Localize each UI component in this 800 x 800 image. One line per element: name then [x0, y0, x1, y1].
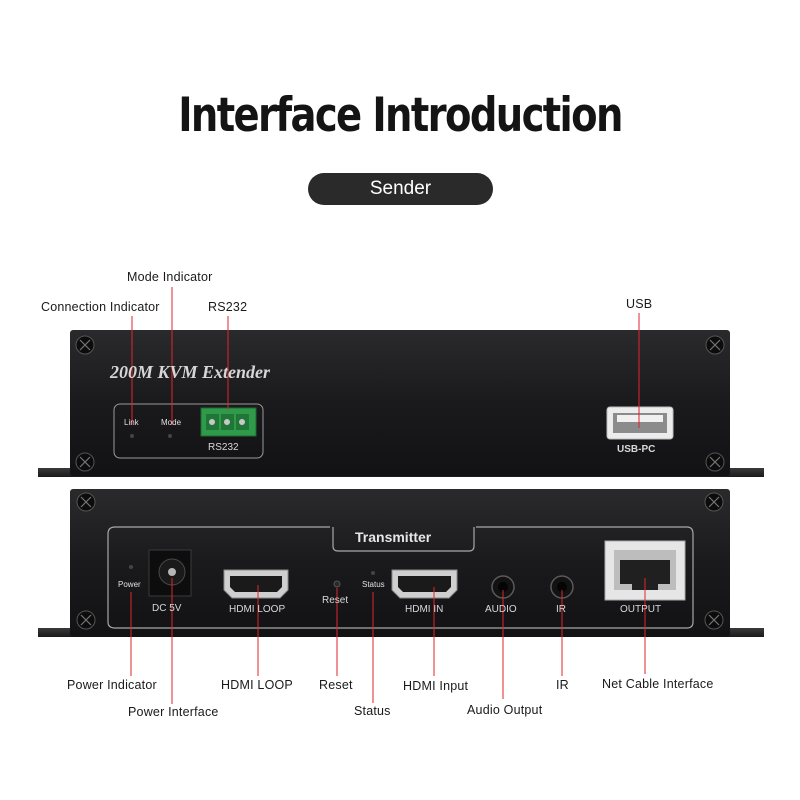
callout-reset: Reset [319, 678, 353, 692]
dc-panel-label: DC 5V [152, 603, 182, 614]
usb-port [606, 406, 674, 440]
callout-status: Status [354, 704, 391, 718]
rs232-panel-label: RS232 [208, 442, 239, 453]
hdmi-loop-panel-label: HDMI LOOP [229, 604, 286, 615]
callout-power-interface: Power Interface [128, 705, 219, 719]
callout-ir: IR [556, 678, 569, 692]
link-label: Link [124, 418, 139, 427]
audio-panel-label: AUDIO [485, 604, 517, 615]
output-panel-label: OUTPUT [620, 604, 662, 615]
callout-net-cable-interface: Net Cable Interface [602, 677, 714, 691]
callout-audio-output: Audio Output [467, 703, 543, 717]
page-title: Interface Introduction [178, 88, 623, 143]
brand-label: 200M KVM Extender [110, 362, 271, 382]
rs232-terminal [200, 407, 257, 437]
usb-panel-label: USB-PC [617, 444, 656, 455]
mode-label: Mode [161, 418, 182, 427]
callout-mode-indicator: Mode Indicator [127, 270, 213, 284]
rear-panel [38, 489, 764, 637]
callout-connection-indicator: Connection Indicator [41, 300, 160, 314]
hdmi-in-panel-label: HDMI IN [405, 604, 444, 615]
transmitter-label: Transmitter [355, 529, 432, 545]
callout-usb: USB [626, 297, 653, 311]
callout-hdmi-loop: HDMI LOOP [221, 678, 293, 692]
ir-panel-label: IR [556, 604, 566, 615]
callout-rs232: RS232 [208, 300, 248, 314]
status-panel-label: Status [362, 580, 385, 589]
reset-panel-label: Reset [322, 595, 349, 606]
leader-lines [130, 287, 646, 704]
front-panel [38, 330, 764, 477]
callout-power-indicator: Power Indicator [67, 678, 157, 692]
power-panel-label: Power [118, 580, 141, 589]
callout-hdmi-input: HDMI Input [403, 679, 469, 693]
sender-badge: Sender [308, 173, 493, 205]
